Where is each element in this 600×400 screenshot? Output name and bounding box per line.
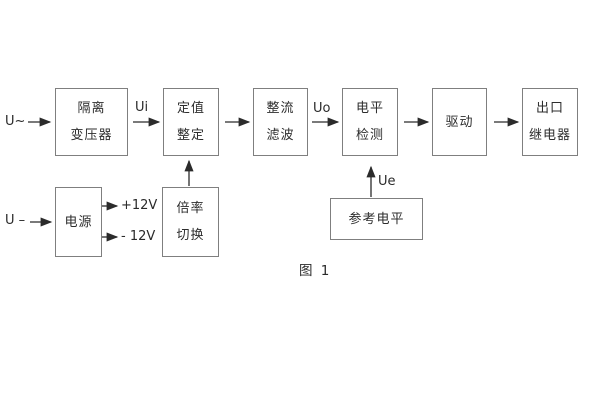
signal-ac-input: U~ — [5, 114, 26, 129]
block-label: 隔离 — [77, 101, 106, 116]
block-isolation-transformer: 隔离 变压器 — [55, 88, 128, 156]
block-rectifier-filter: 整流 滤波 — [253, 88, 308, 156]
block-label: 电源 — [64, 214, 93, 230]
block-driver: 驱动 — [432, 88, 487, 156]
block-power-supply: 电源 — [55, 187, 102, 257]
block-label: 滤波 — [266, 128, 295, 143]
block-reference-level: 参考电平 — [330, 198, 423, 240]
block-label: 变压器 — [70, 128, 113, 143]
signal-uo: Uo — [313, 101, 331, 116]
signal-plus-12v: +12V — [121, 198, 158, 213]
signal-dc-input: U – — [5, 213, 26, 228]
figure-caption: 图 1 — [299, 263, 332, 279]
block-label: 检测 — [355, 128, 384, 143]
block-label: 驱动 — [445, 114, 474, 130]
block-label: 整定 — [176, 128, 205, 143]
signal-ui: Ui — [135, 100, 149, 115]
block-label: 倍率 — [176, 201, 205, 216]
block-label: 参考电平 — [348, 211, 405, 227]
signal-ue: Ue — [378, 174, 396, 189]
block-ratio-switch: 倍率 切换 — [162, 187, 219, 257]
signal-minus-12v: - 12V — [121, 229, 156, 244]
block-label: 定值 — [176, 101, 205, 116]
block-label: 整流 — [266, 101, 295, 116]
block-label: 出口 — [535, 101, 564, 116]
block-label: 切换 — [176, 228, 205, 243]
block-label: 继电器 — [528, 128, 571, 143]
block-output-relay: 出口 继电器 — [522, 88, 578, 156]
block-level-detect: 电平 检测 — [342, 88, 398, 156]
block-label: 电平 — [355, 101, 384, 116]
block-setting-adjust: 定值 整定 — [163, 88, 219, 156]
